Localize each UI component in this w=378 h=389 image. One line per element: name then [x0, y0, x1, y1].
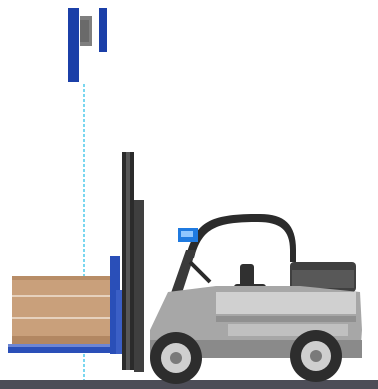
- forklift-icon: [8, 152, 362, 384]
- distance-sensor-icon: [68, 8, 107, 82]
- pallet-box-icon: [12, 276, 110, 344]
